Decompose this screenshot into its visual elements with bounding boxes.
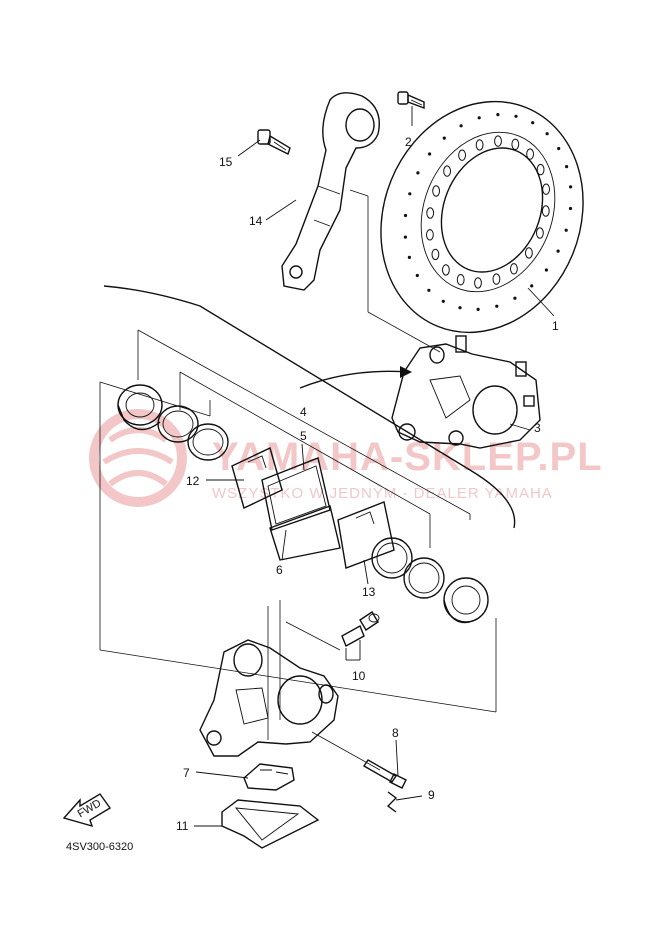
callout-6: 6 — [276, 563, 283, 577]
disc-drill-dot — [428, 152, 432, 156]
disc-drill-dot — [514, 114, 518, 118]
seal-left-2 — [187, 423, 229, 461]
bleed-screw — [341, 611, 380, 647]
disc-drill-dot — [403, 235, 407, 239]
piston-left — [117, 384, 163, 431]
disc-drill-dot — [459, 124, 463, 128]
disc-hole — [442, 264, 450, 276]
disc-hole — [536, 163, 545, 176]
caliper-body — [199, 639, 339, 757]
disc-drill-dot — [403, 213, 408, 218]
callout-7: 7 — [183, 766, 190, 780]
watermark-logo — [89, 409, 187, 507]
callout-4: 4 — [300, 405, 307, 419]
callout-13: 13 — [362, 585, 376, 599]
disc-hole — [541, 205, 550, 217]
disc-drill-dot — [495, 304, 499, 308]
disc-hole — [475, 139, 484, 151]
disc-drill-dot — [416, 171, 420, 175]
caliper-cover — [221, 799, 320, 849]
disc-hole — [431, 248, 440, 261]
disc-drill-dot — [458, 306, 462, 310]
seal-right-1 — [371, 537, 413, 579]
disc-holes — [403, 113, 573, 311]
disc-drill-dot — [564, 228, 568, 232]
pad-support — [243, 763, 295, 791]
brake-disc — [380, 100, 584, 334]
disc-drill-dot — [556, 249, 560, 253]
callout-10: 10 — [352, 669, 366, 683]
disc-hole — [443, 165, 452, 177]
pad-pin — [363, 759, 407, 789]
disc-drill-dot — [544, 268, 549, 272]
pin-clip — [386, 791, 398, 813]
disc-drill-dot — [565, 165, 569, 169]
disc-hole — [526, 148, 534, 160]
callout-1: 1 — [552, 319, 559, 333]
callout-12: 12 — [186, 474, 200, 488]
disc-bolt — [397, 91, 425, 110]
disc-drill-dot — [427, 288, 431, 292]
watermark: YAMAHA-SKLEP.PL WSZYSTKO W JEDNYM - DEAL… — [89, 409, 603, 507]
callout-14: 14 — [249, 214, 263, 228]
disc-hole — [492, 273, 501, 285]
disc-drill-dot — [513, 296, 517, 300]
diagram-code: 4SV300-6320 — [66, 841, 133, 853]
disc-drill-dot — [476, 307, 480, 311]
disc-hole — [426, 207, 435, 219]
disc-drill-dot — [477, 116, 481, 120]
seal-right-2 — [403, 557, 445, 599]
disc-drill-dot — [441, 299, 445, 303]
callout-2: 2 — [405, 135, 412, 149]
brake-pads — [261, 457, 341, 561]
disc-drill-dot — [408, 192, 412, 196]
disc-hole — [432, 185, 441, 197]
arm-bolt — [257, 129, 291, 155]
disc-hole — [426, 229, 434, 241]
watermark-brand: YAMAHA-SKLEP.PL — [212, 435, 603, 479]
pad-spring — [231, 447, 283, 509]
leader-lines — [194, 106, 555, 827]
disc-drill-dot — [545, 132, 549, 136]
piston-right — [443, 577, 489, 624]
disc-hole — [511, 138, 520, 151]
fwd-arrow: FWD — [62, 793, 112, 828]
watermark-tagline: WSZYSTKO W JEDNYM - DEALER YAMAHA — [212, 485, 553, 502]
torque-arm — [281, 92, 380, 291]
disc-hole — [525, 247, 533, 259]
disc-hole — [474, 277, 482, 289]
disc-hole — [536, 227, 544, 239]
disc-drill-dot — [496, 113, 500, 117]
callout-11: 11 — [176, 819, 189, 833]
callout-3: 3 — [534, 421, 541, 435]
disc-drill-dot — [531, 121, 535, 125]
disc-hole — [458, 149, 467, 161]
callout-8: 8 — [392, 726, 399, 740]
disc-hole — [494, 135, 502, 147]
disc-drill-dot — [442, 136, 446, 140]
disc-drill-dot — [568, 206, 573, 211]
callout-15: 15 — [219, 155, 233, 169]
callout-5: 5 — [300, 429, 307, 443]
guide-lines — [99, 189, 497, 771]
callout-9: 9 — [428, 788, 435, 802]
disc-drill-dot — [530, 284, 534, 288]
disc-hole — [542, 183, 550, 195]
callouts: 2 1 15 14 3 4 5 12 6 13 10 8 9 7 11 — [176, 135, 559, 833]
disc-drill-dot — [569, 185, 573, 189]
disc-hole — [456, 274, 465, 286]
disc-drill-dot — [415, 273, 419, 278]
assembly-frame — [103, 285, 516, 529]
seal-left-1 — [157, 405, 199, 443]
disc-hole — [510, 263, 518, 275]
caliper-assembly — [391, 335, 541, 449]
disc-drill-dot — [557, 146, 561, 151]
pad-spring-2 — [337, 501, 395, 569]
disc-drill-dot — [407, 255, 411, 259]
